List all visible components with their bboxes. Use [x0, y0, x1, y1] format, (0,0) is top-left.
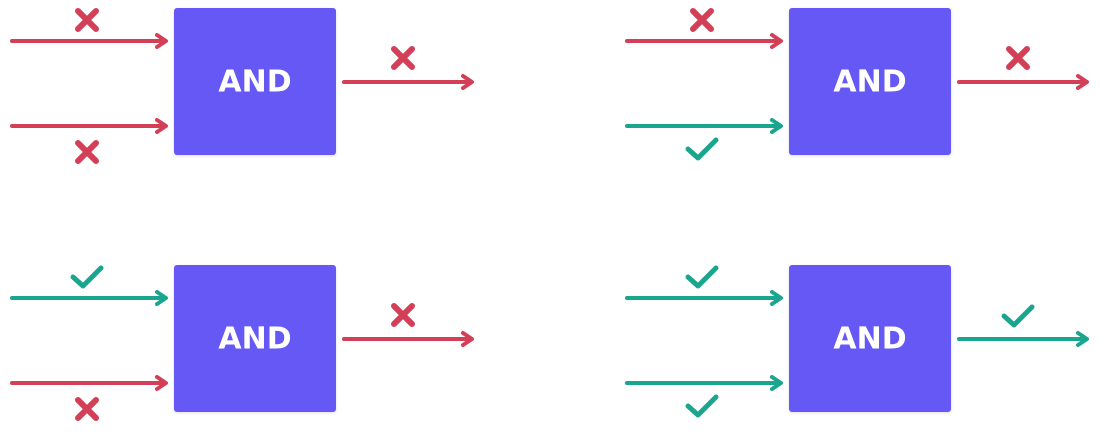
- and-gate-panel: AND: [10, 265, 474, 421]
- and-gate-box: [174, 265, 336, 412]
- input-b-arrow: [625, 375, 783, 391]
- input-b-arrow: [10, 118, 168, 134]
- cross-icon: [690, 8, 714, 32]
- input-a-arrow: [10, 290, 168, 306]
- cross-icon: [75, 140, 99, 164]
- output-arrow: [957, 74, 1089, 90]
- gate-label: AND: [833, 322, 906, 357]
- input-a-arrow: [625, 33, 783, 49]
- check-icon: [685, 265, 719, 289]
- cross-icon: [75, 8, 99, 32]
- cross-icon: [75, 397, 99, 421]
- input-a-arrow: [625, 290, 783, 306]
- and-gate-panel: AND: [625, 265, 1089, 418]
- input-b-arrow: [10, 375, 168, 391]
- check-icon: [685, 394, 719, 418]
- and-gate-box: [789, 8, 951, 155]
- input-a-arrow: [10, 33, 168, 49]
- gate-label: AND: [833, 65, 906, 100]
- cross-icon: [1006, 46, 1030, 70]
- cross-icon: [391, 303, 415, 327]
- output-arrow: [342, 74, 474, 90]
- check-icon: [685, 137, 719, 161]
- and-gate-box: [789, 265, 951, 412]
- and-gate-panel: AND: [10, 8, 474, 164]
- check-icon: [70, 265, 104, 289]
- cross-icon: [391, 46, 415, 70]
- gate-label: AND: [218, 65, 291, 100]
- gate-label: AND: [218, 322, 291, 357]
- check-icon: [1001, 304, 1035, 328]
- input-b-arrow: [625, 118, 783, 134]
- and-gate-box: [174, 8, 336, 155]
- output-arrow: [957, 331, 1089, 347]
- output-arrow: [342, 331, 474, 347]
- and-gate-panel: AND: [625, 8, 1089, 161]
